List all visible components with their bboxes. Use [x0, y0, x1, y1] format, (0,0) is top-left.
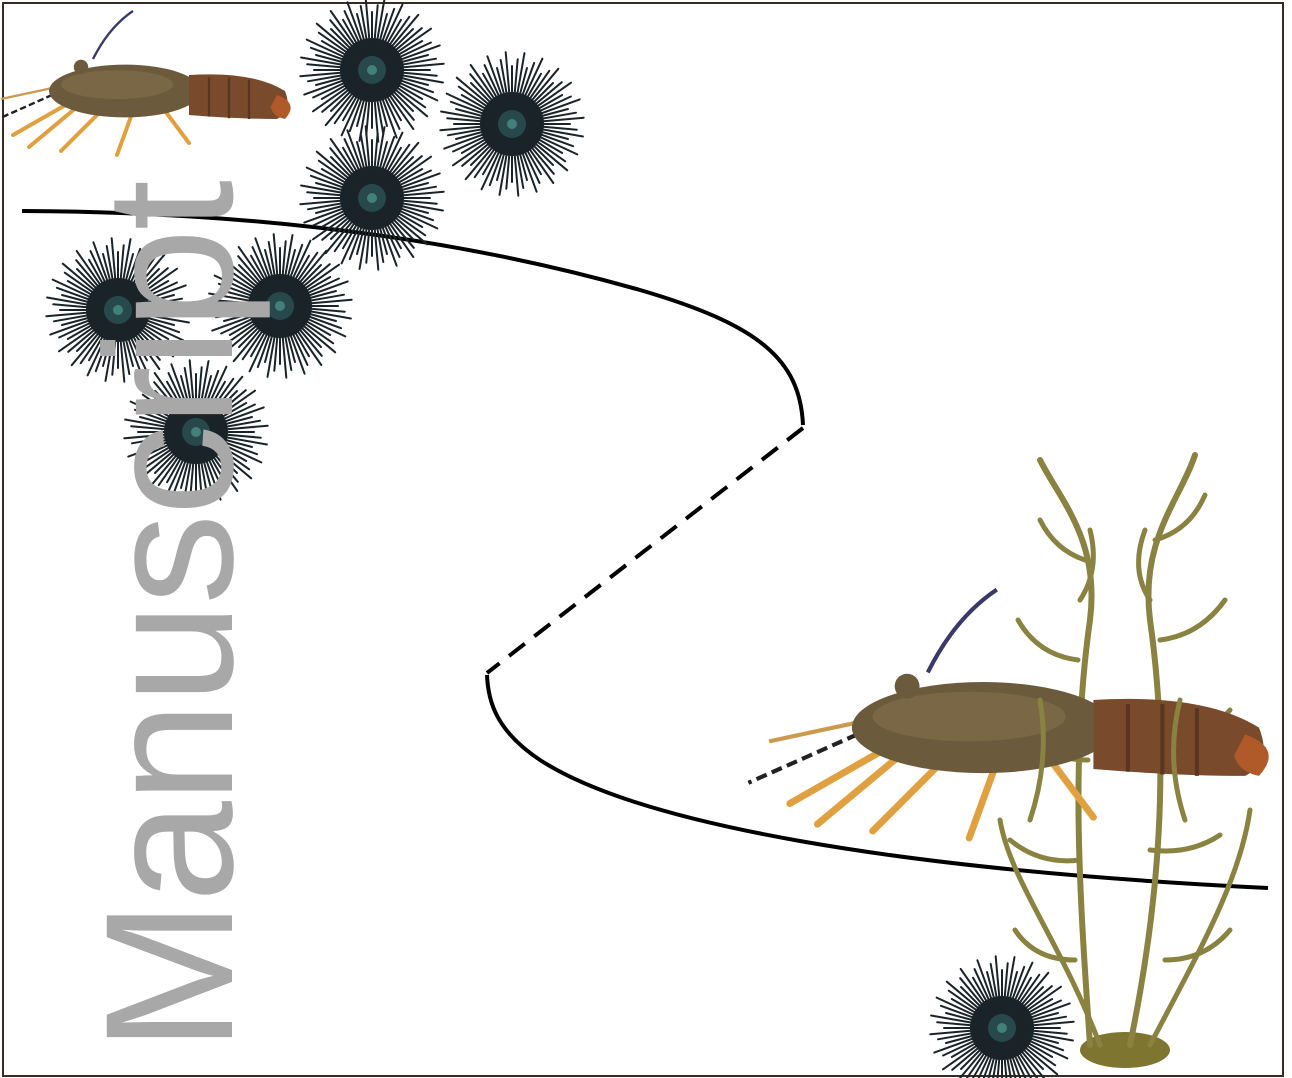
manuscript-watermark: Manuscript — [78, 182, 260, 1052]
